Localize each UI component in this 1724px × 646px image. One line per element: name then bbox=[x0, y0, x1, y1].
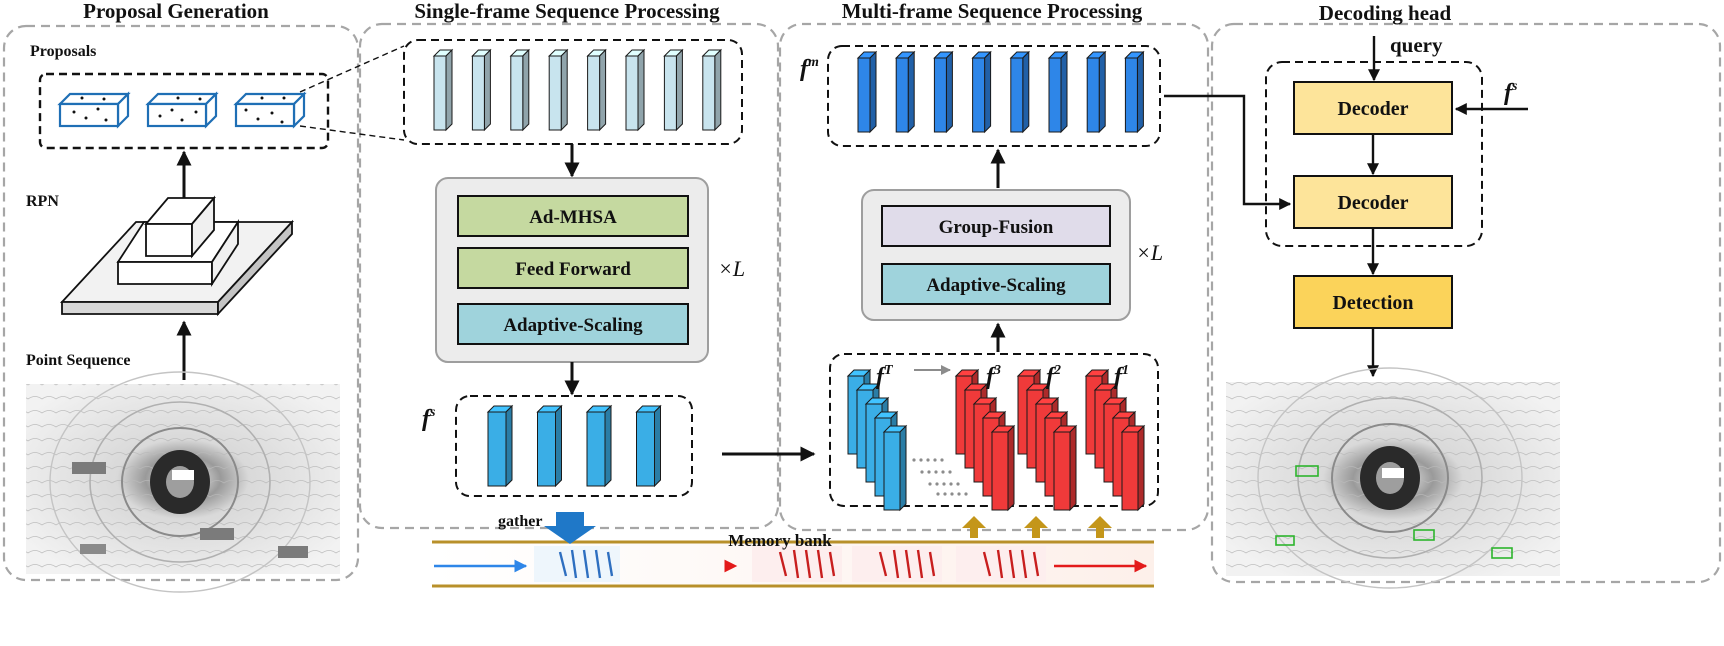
fm-token-4 bbox=[971, 50, 992, 134]
ad-mhsa-block bbox=[457, 195, 689, 237]
light-token-group-box bbox=[403, 39, 743, 145]
f1-slice-5 bbox=[1120, 424, 1146, 512]
fs-symbol-decoding: fs bbox=[1504, 79, 1518, 106]
group-fusion-block bbox=[881, 205, 1111, 247]
rpn-label: RPN bbox=[26, 193, 59, 210]
fm-token-2 bbox=[894, 50, 916, 134]
adaptive-scaling-multi-block bbox=[881, 263, 1111, 305]
single-frame-section-border bbox=[358, 22, 780, 530]
frame-stack-3 bbox=[954, 368, 1016, 512]
fT-slice-5 bbox=[882, 424, 908, 512]
decoding-section-border bbox=[1210, 22, 1722, 584]
detected-box-3 bbox=[1275, 535, 1295, 546]
light-token-6 bbox=[624, 48, 646, 132]
detected-box-4 bbox=[1491, 547, 1513, 559]
multi-frame-section-border bbox=[778, 22, 1210, 532]
fm-token-group-box bbox=[827, 45, 1161, 147]
projection-line-top bbox=[299, 45, 405, 93]
group-fusion-label: Group-Fusion bbox=[939, 217, 1054, 238]
memory-bank-label: Memory bank bbox=[728, 531, 832, 550]
detected-box-1 bbox=[1295, 465, 1319, 477]
gather-label: gather bbox=[498, 513, 542, 530]
multi-frame-title: Multi-frame Sequence Processing bbox=[842, 0, 1143, 23]
fm-token-6 bbox=[1047, 50, 1069, 134]
f3-symbol: f3 bbox=[986, 363, 1001, 390]
f1-symbol: f1 bbox=[1114, 363, 1129, 390]
fs-token-1 bbox=[486, 404, 514, 488]
f2-slice-5 bbox=[1052, 424, 1078, 512]
memory-frame-red-2 bbox=[852, 546, 942, 582]
query-label: query bbox=[1390, 33, 1443, 57]
fs-token-group-box bbox=[455, 395, 693, 497]
fm-token-8 bbox=[1124, 50, 1145, 134]
fT-symbol: fT bbox=[876, 363, 894, 390]
fm-token-3 bbox=[933, 50, 954, 134]
proposal-box-1 bbox=[57, 91, 131, 129]
detection-block bbox=[1293, 275, 1453, 329]
ad-mhsa-label: Ad-MHSA bbox=[529, 207, 617, 228]
fs-token-4 bbox=[635, 404, 662, 488]
lidar-point-cloud-input bbox=[26, 371, 340, 593]
feed-forward-label: Feed Forward bbox=[515, 259, 631, 280]
feed-forward-block bbox=[457, 247, 689, 289]
projection-line-bottom bbox=[299, 125, 405, 141]
f2-symbol: f2 bbox=[1046, 363, 1061, 390]
proposals-group-box bbox=[38, 72, 330, 150]
f3-slice-5 bbox=[990, 424, 1016, 512]
frame-stack-t bbox=[846, 368, 908, 512]
frame-stack-1 bbox=[1084, 368, 1146, 512]
memory-frame-blue bbox=[534, 546, 620, 582]
detected-box-2 bbox=[1413, 529, 1435, 541]
fm-token-1 bbox=[856, 50, 878, 134]
single-frame-title: Single-frame Sequence Processing bbox=[414, 0, 720, 23]
light-token-5 bbox=[586, 48, 607, 132]
light-token-2 bbox=[471, 48, 492, 132]
light-token-7 bbox=[663, 48, 684, 132]
repeat-l-multi: ×L bbox=[1136, 240, 1163, 265]
arrow-fm-to-decoder bbox=[1164, 94, 1292, 210]
fs-token-row bbox=[486, 404, 662, 488]
fs-token-3 bbox=[585, 404, 613, 488]
proposal-generation-title: Proposal Generation bbox=[83, 0, 269, 23]
repeat-l-single: ×L bbox=[718, 256, 745, 281]
proposal-box-2 bbox=[145, 91, 219, 129]
point-sequence-label: Point Sequence bbox=[26, 352, 130, 369]
decoder-top-label: Decoder bbox=[1337, 98, 1408, 120]
proposal-box-3 bbox=[233, 91, 307, 129]
frame-stack-2 bbox=[1016, 368, 1078, 512]
memory-bank: Memory bank bbox=[432, 531, 1154, 588]
memory-frame-red-1 bbox=[752, 546, 842, 582]
adaptive-scaling-single-block bbox=[457, 303, 689, 345]
retrieve-arrow-1 bbox=[962, 516, 986, 538]
retrieve-arrow-2 bbox=[1024, 516, 1048, 538]
fm-token-row bbox=[856, 50, 1145, 134]
light-token-row bbox=[432, 48, 723, 132]
lidar-detection-output bbox=[1226, 367, 1560, 589]
fm-symbol: fm bbox=[800, 55, 819, 82]
detection-label: Detection bbox=[1332, 292, 1413, 314]
gather-arrow bbox=[544, 512, 596, 544]
rpn-stack-icon bbox=[59, 195, 295, 317]
proposals-label: Proposals bbox=[30, 43, 96, 60]
fs-symbol-single: fs bbox=[422, 405, 436, 432]
light-token-1 bbox=[432, 48, 454, 132]
light-token-4 bbox=[547, 48, 569, 132]
fm-token-5 bbox=[1009, 50, 1031, 134]
light-token-3 bbox=[509, 48, 531, 132]
adaptive-scaling-single-label: Adaptive-Scaling bbox=[503, 315, 643, 336]
proposal-section-border bbox=[2, 24, 360, 582]
fm-token-7 bbox=[1085, 50, 1107, 134]
light-token-8 bbox=[701, 48, 723, 132]
decoder-bottom-block bbox=[1293, 175, 1453, 229]
fs-token-2 bbox=[536, 404, 563, 488]
decoding-head-title: Decoding head bbox=[1319, 1, 1452, 25]
retrieve-arrow-3 bbox=[1088, 516, 1112, 538]
decoder-bottom-label: Decoder bbox=[1337, 192, 1408, 214]
adaptive-scaling-multi-label: Adaptive-Scaling bbox=[926, 275, 1066, 296]
memory-frame-red-3 bbox=[956, 546, 1046, 582]
section-borders bbox=[2, 22, 1722, 584]
ellipsis-dots bbox=[912, 458, 968, 496]
